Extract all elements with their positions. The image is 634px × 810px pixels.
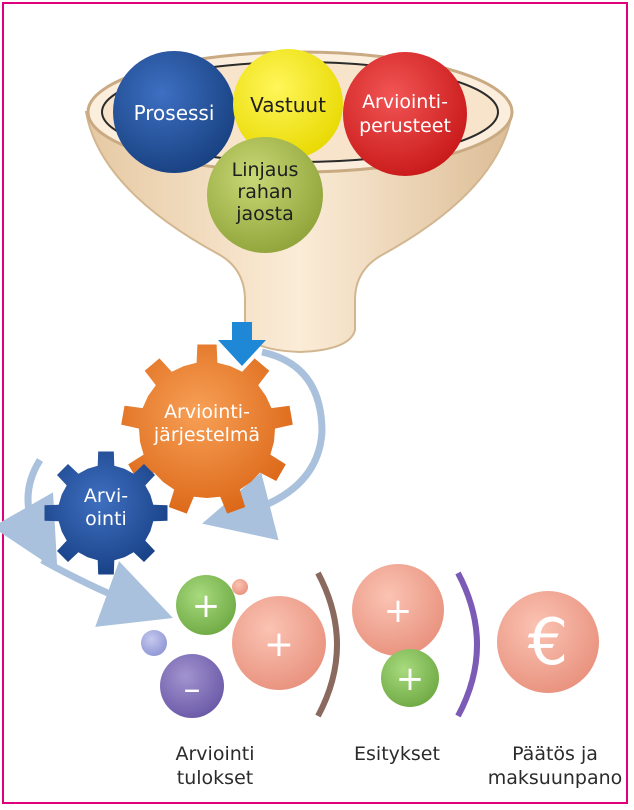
funnel-circle-arviointiperusteet: Arviointi-perusteet: [343, 52, 467, 176]
funnel-circle-prosessi: Prosessi: [113, 51, 235, 173]
euro-bubble: [497, 591, 599, 693]
minus-sign: –: [184, 669, 201, 709]
circle-label-vastuut: Vastuut: [250, 93, 326, 117]
bracket-purple: [455, 571, 480, 718]
curved-arrow-bottom: [40, 556, 173, 627]
plus-sign: +: [396, 659, 425, 699]
caption-paatos-ja-maksuunpano: Päätös ja maksuunpano: [487, 743, 623, 789]
curved-arrow-right: [202, 348, 326, 541]
bracket-brown: [315, 571, 340, 718]
curved-arrow-left: [0, 458, 58, 571]
plus-sign: +: [192, 586, 221, 626]
caption-esitykset: Esitykset: [354, 743, 440, 765]
proposals-group: + +: [352, 564, 444, 707]
small-lavender-bubble: [141, 630, 167, 656]
gear-label-arviointijarjestelma: Arviointi-järjestelmä: [153, 401, 260, 446]
decision-group: €: [497, 591, 599, 693]
plus-bubble-green: [381, 649, 439, 707]
plus-bubble-pink: [352, 564, 444, 656]
minus-bubble-purple: [160, 654, 224, 718]
plus-bubble-pink: [232, 596, 326, 690]
circle-label-arviointiperusteet: Arviointi-perusteet: [359, 91, 451, 137]
funnel-circle-vastuut: Vastuut: [233, 49, 343, 159]
gear-label-arviointi: Arvi-ointi: [84, 485, 128, 530]
gear-arviointi: Arvi-ointi: [44, 451, 168, 575]
plus-sign: +: [384, 591, 413, 631]
circle-label-prosessi: Prosessi: [134, 101, 215, 125]
results-group: + – +: [141, 575, 326, 718]
euro-icon: €: [528, 606, 569, 680]
gear-arviointijarjestelma: Arviointi-järjestelmä: [121, 344, 293, 514]
plus-sign: +: [264, 624, 294, 665]
down-arrow-icon: [218, 322, 266, 366]
caption-arviointi-tulokset: Arviointi tulokset: [175, 743, 255, 789]
plus-bubble-green: [176, 575, 236, 635]
diagram-border: [2, 2, 628, 804]
small-pink-bubble: [232, 579, 248, 595]
